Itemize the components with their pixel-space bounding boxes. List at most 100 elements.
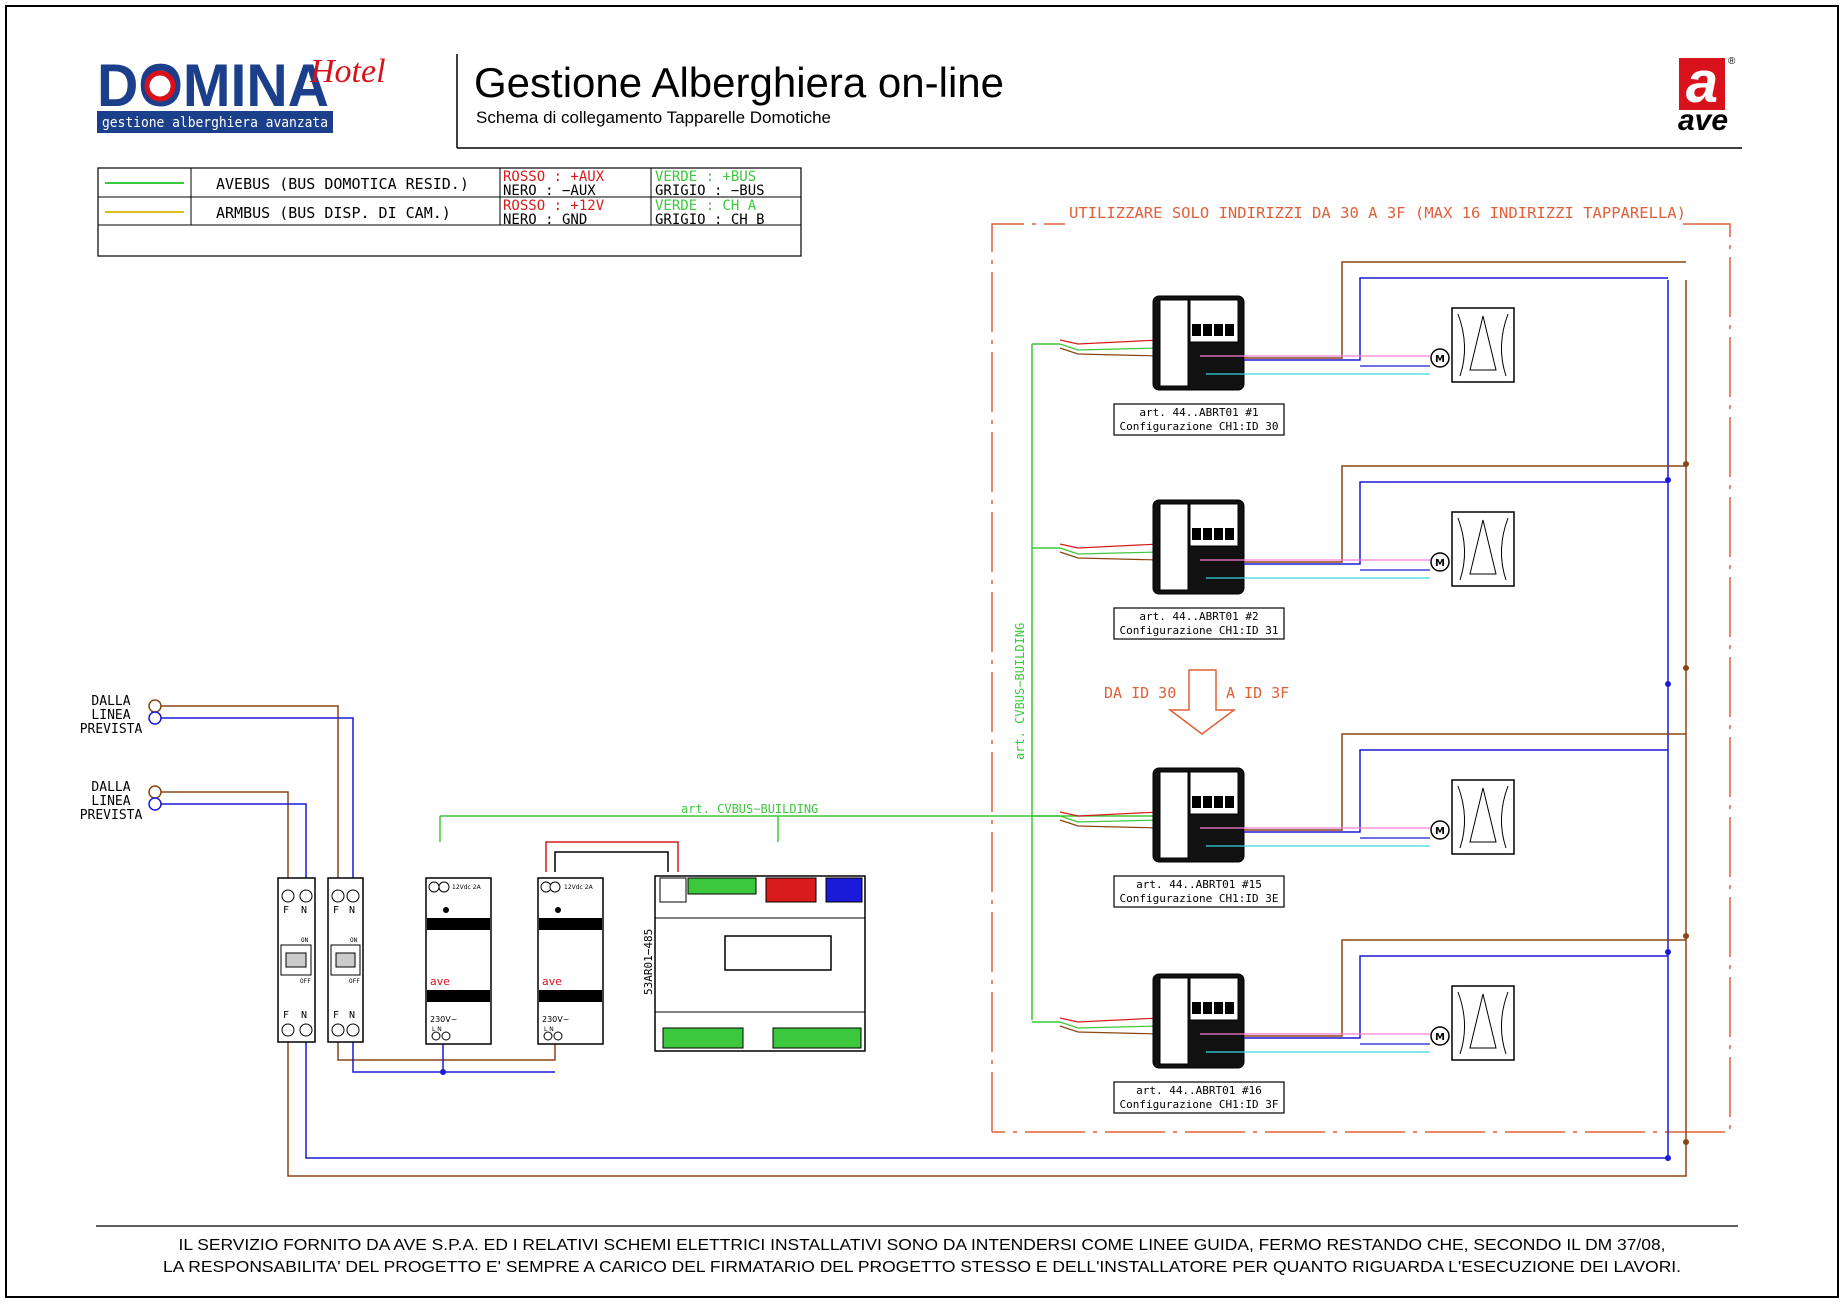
feed-terminal-1: DALLA LINEA PREVISTA — [80, 694, 162, 737]
actuator-terminal-block — [1159, 503, 1189, 591]
page-title: Gestione Alberghiera on-line — [474, 59, 1004, 106]
junction — [1683, 933, 1689, 939]
load-wire-blue — [1244, 481, 1668, 565]
bus-wire-green — [1059, 815, 1161, 823]
breaker-2-off: OFF — [349, 978, 360, 985]
feed-1-line3: PREVISTA — [80, 722, 143, 737]
actuator-terminal-block — [1159, 299, 1189, 387]
motor-symbol: M — [1435, 354, 1445, 365]
footer-disclaimer-1: IL SERVIZIO FORNITO DA AVE S.P.A. ED I R… — [179, 1237, 1666, 1254]
psu-2-input: 230V~ — [542, 1015, 569, 1024]
registered-mark: ® — [1728, 56, 1736, 67]
range-from: DA ID 30 — [1104, 684, 1176, 702]
breaker-2-f-bottom: F — [333, 1010, 339, 1021]
ave-logo-box — [1679, 58, 1725, 110]
legend-frame — [97, 167, 802, 257]
relay-contact — [1225, 1002, 1234, 1014]
page-subtitle: Schema di collegamento Tapparelle Domoti… — [476, 108, 831, 127]
psu-1-ln: L N — [432, 1026, 442, 1033]
actuator-terminal-block — [1159, 771, 1189, 859]
feed-1-line2: LINEA — [91, 708, 130, 723]
load-wire-blue — [1244, 955, 1668, 1039]
relay-contact — [1225, 324, 1234, 336]
relay-contact — [1203, 796, 1212, 808]
actuator-article: art. 44..ABRT01 #2 — [1139, 610, 1258, 623]
actuator-article: art. 44..ABRT01 #15 — [1136, 878, 1262, 891]
actuator-config: Configurazione CH1:ID 3F — [1120, 1098, 1279, 1111]
psu-2-ln: L N — [544, 1026, 554, 1033]
legend-avebus-grey: GRIGIO : −BUS — [655, 183, 765, 199]
relay-contact — [1214, 1002, 1223, 1014]
breaker-1-n-bottom: N — [301, 1010, 307, 1021]
sheet-border — [5, 5, 1839, 1298]
down-arrow-icon — [1167, 669, 1237, 735]
relay-contact — [1225, 796, 1234, 808]
legend-table: AVEBUS (BUS DOMOTICA RESID.) ARMBUS (BUS… — [97, 167, 802, 257]
relay-contact — [1203, 324, 1212, 336]
motor-icon — [1430, 348, 1450, 368]
breaker-2-n: N — [349, 905, 355, 916]
junction — [1665, 681, 1671, 687]
brand-tagline-bar — [97, 111, 333, 133]
actuator-article: art. 44..ABRT01 #1 — [1139, 406, 1258, 419]
actuator-config: Configurazione CH1:ID 31 — [1120, 624, 1279, 637]
breaker-2-f: F — [333, 905, 339, 916]
zone-note: UTILIZZARE SOLO INDIRIZZI DA 30 A 3F (MA… — [1069, 204, 1686, 222]
relay-contact — [1214, 528, 1223, 540]
breaker-1-f-bottom: F — [283, 1010, 289, 1021]
feed-2-line1: DALLA — [91, 780, 130, 795]
bus-wire-red — [1059, 339, 1161, 345]
ave-logo: a ave ® — [1678, 50, 1736, 137]
psu-2-rating: 12Vdc 2A — [564, 884, 594, 891]
brand-tagline: gestione alberghiera avanzata — [102, 115, 328, 131]
brand-script: Hotel — [309, 53, 386, 90]
bus-label-horizontal: art. CVBUS−BUILDING — [681, 802, 818, 816]
blind-curtain — [1457, 313, 1509, 377]
ave-logo-letter: a — [1686, 50, 1718, 115]
junction — [1665, 1155, 1671, 1161]
bus-wire-red — [1059, 811, 1161, 817]
load-wire-blue — [1244, 749, 1668, 833]
power-supply-2: 12Vdc 2A ave 230V~ L N — [537, 877, 604, 1045]
feed-2-line2: LINEA — [91, 794, 130, 809]
bus-wire-red — [1059, 1017, 1161, 1023]
actuator-config: Configurazione CH1:ID 3E — [1120, 892, 1279, 905]
junction — [1683, 1139, 1689, 1145]
gateway-53ar01-485: 53AR01−485 — [642, 875, 866, 1052]
installation-zone — [991, 223, 1731, 1133]
range-indicator: DA ID 30 A ID 3F — [1104, 669, 1289, 735]
feed-terminal-2: DALLA LINEA PREVISTA — [80, 780, 162, 823]
ave-logo-text: ave — [1678, 104, 1728, 137]
breaker-2-n-bottom: N — [349, 1010, 355, 1021]
bus-wire-brown — [1059, 1025, 1161, 1035]
bus-wire-brown — [1059, 819, 1161, 829]
legend-avebus-name: AVEBUS (BUS DOMOTICA RESID.) — [216, 175, 469, 193]
motor-symbol: M — [1435, 558, 1445, 569]
actuator-terminal-block — [1159, 977, 1189, 1065]
breaker-1-on: ON — [301, 937, 309, 944]
bus-wire-green — [1059, 547, 1161, 555]
motor-icon — [1430, 820, 1450, 840]
actuator-info-box — [1113, 1081, 1285, 1114]
legend-avebus-black: NERO : −AUX — [503, 183, 596, 199]
breaker-1-n: N — [301, 905, 307, 916]
power-wiring — [161, 280, 1687, 1177]
legend-armbus-name: ARMBUS (BUS DISP. DI CAM.) — [216, 204, 451, 222]
load-wire-brown — [1244, 939, 1686, 1037]
legend-armbus-green: VERDE : CH A — [655, 198, 757, 214]
legend-avebus-red: ROSSO : +AUX — [503, 169, 605, 185]
load-wire-brown — [1244, 465, 1686, 563]
legend-armbus-red: ROSSO : +12V — [503, 198, 605, 214]
domina-logo: DOMINA Hotel gestione alberghiera avanza… — [97, 52, 386, 133]
actuator-info-box — [1113, 875, 1285, 908]
breaker-1-f: F — [283, 905, 289, 916]
feed-1-line1: DALLA — [91, 694, 130, 709]
motor-symbol: M — [1435, 826, 1445, 837]
footer-disclaimer-2: LA RESPONSABILITA' DEL PROGETTO E' SEMPR… — [163, 1259, 1681, 1276]
bus-wire-green — [1059, 343, 1161, 351]
